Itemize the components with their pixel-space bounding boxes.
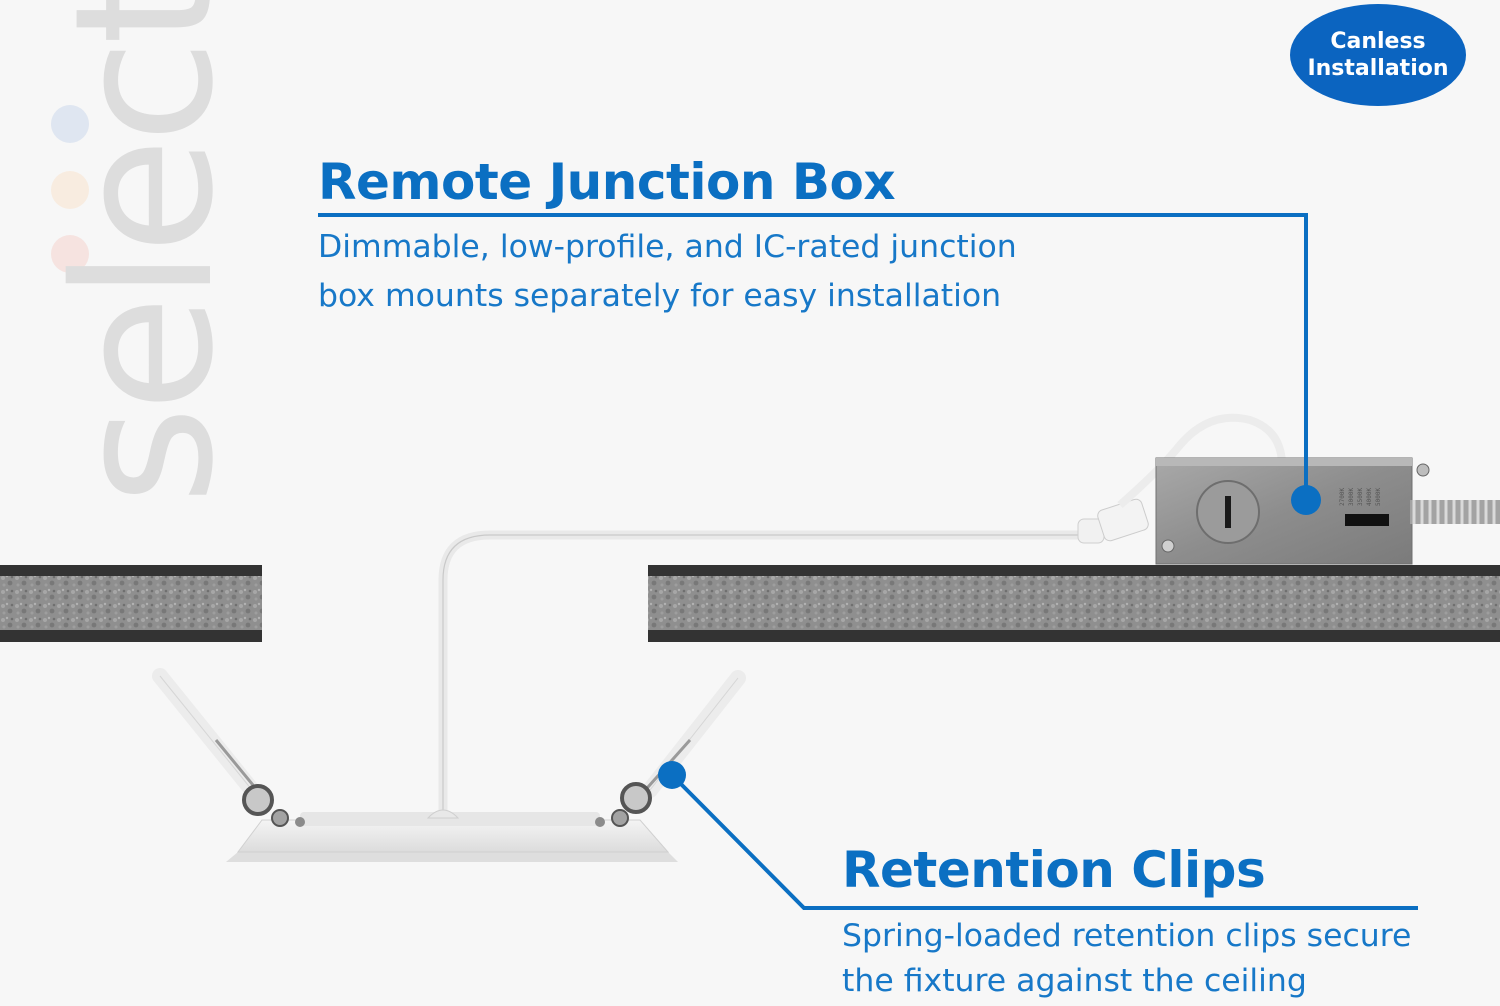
cct-label: 2700K xyxy=(1339,488,1346,506)
badge-line-1: Canless xyxy=(1330,29,1426,54)
brand-dot-orange xyxy=(51,171,89,209)
retention-clip-right xyxy=(611,670,746,827)
ceiling-right xyxy=(648,565,1500,642)
retention-clips-description-line-1: Spring-loaded retention clips secure xyxy=(842,918,1412,954)
cct-label: 5000K xyxy=(1375,488,1382,506)
junction-box-description-line-1: Dimmable, low-profile, and IC-rated junc… xyxy=(318,229,1017,265)
brand-dot-pink xyxy=(51,235,89,273)
junction-box-loop-cable xyxy=(1117,413,1286,509)
brand-wordmark: select xyxy=(34,0,255,505)
junction-box-title: Remote Junction Box xyxy=(318,153,896,211)
junction-box-leader xyxy=(318,213,1321,515)
cct-label: 4000K xyxy=(1366,488,1373,506)
retention-clips-title: Retention Clips xyxy=(842,841,1266,899)
brand-logo: select xyxy=(34,0,255,505)
retention-clips-description: Spring-loaded retention clips secure the… xyxy=(842,914,1482,1004)
brand-dots xyxy=(51,105,89,273)
junction-box: 2700K 3000K 3500K 4000K 5000K xyxy=(1155,457,1430,565)
light-fixture xyxy=(226,809,678,862)
ceiling-left xyxy=(0,565,262,642)
retention-clip-left xyxy=(152,668,289,827)
armored-conduit xyxy=(1410,500,1500,524)
brand-dot-blue xyxy=(51,105,89,143)
retention-clips-description-line-2: the fixture against the ceiling xyxy=(842,963,1307,999)
canless-installation-badge: Canless Installation xyxy=(1290,4,1466,106)
cct-label: 3000K xyxy=(1348,488,1355,506)
cct-labels: 2700K 3000K 3500K 4000K 5000K xyxy=(1339,488,1382,506)
retention-clips-leader xyxy=(658,761,1418,910)
junction-box-description: Dimmable, low-profile, and IC-rated junc… xyxy=(318,223,1158,321)
cable-connector xyxy=(1077,498,1149,544)
badge-line-2: Installation xyxy=(1307,56,1449,81)
cct-label: 3500K xyxy=(1357,488,1364,506)
junction-box-description-line-2: box mounts separately for easy installat… xyxy=(318,278,1002,314)
